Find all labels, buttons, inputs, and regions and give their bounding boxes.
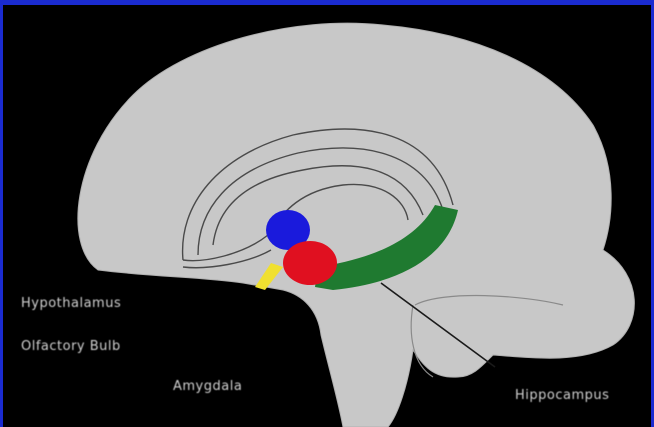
amygdala-region <box>283 241 337 285</box>
hippocampus-label: Hippocampus <box>515 388 609 403</box>
olfactory-bulb-label: Olfactory Bulb <box>21 339 121 354</box>
amygdala-label: Amygdala <box>173 379 242 394</box>
brain-outline <box>78 23 635 427</box>
hypothalamus-label: Hypothalamus <box>21 296 121 311</box>
brain-diagram <box>3 5 651 427</box>
